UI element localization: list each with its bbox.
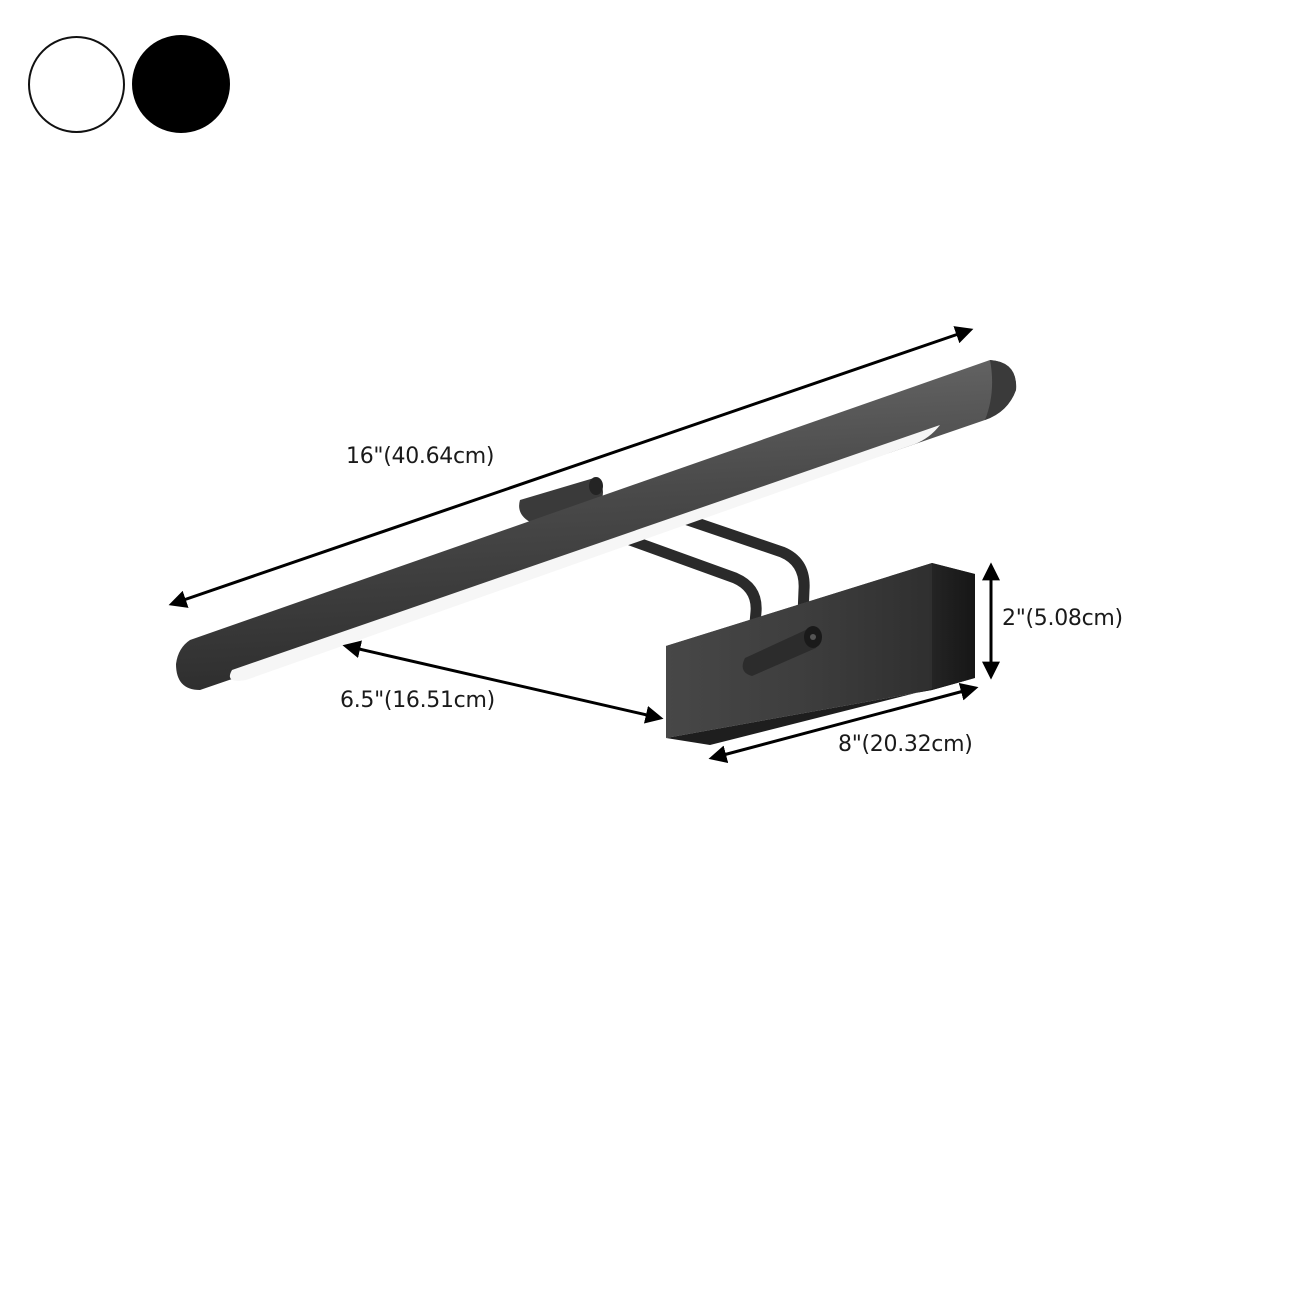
color-swatch-black[interactable] [132, 35, 230, 133]
width-arrow [708, 683, 979, 763]
dimension-arrows [168, 326, 1000, 763]
length-dimension-label: 16"(40.64cm) [346, 444, 495, 469]
wall-base-plate [666, 563, 975, 745]
height-dimension-label: 2"(5.08cm) [1002, 606, 1123, 631]
length-arrow [168, 326, 974, 608]
projection-dimension-label: 6.5"(16.51cm) [340, 688, 495, 713]
base-width-dimension-label: 8"(20.32cm) [838, 732, 973, 757]
color-swatch-white[interactable] [28, 36, 125, 133]
base-hinge [742, 626, 822, 676]
projection-arrow [342, 640, 664, 724]
